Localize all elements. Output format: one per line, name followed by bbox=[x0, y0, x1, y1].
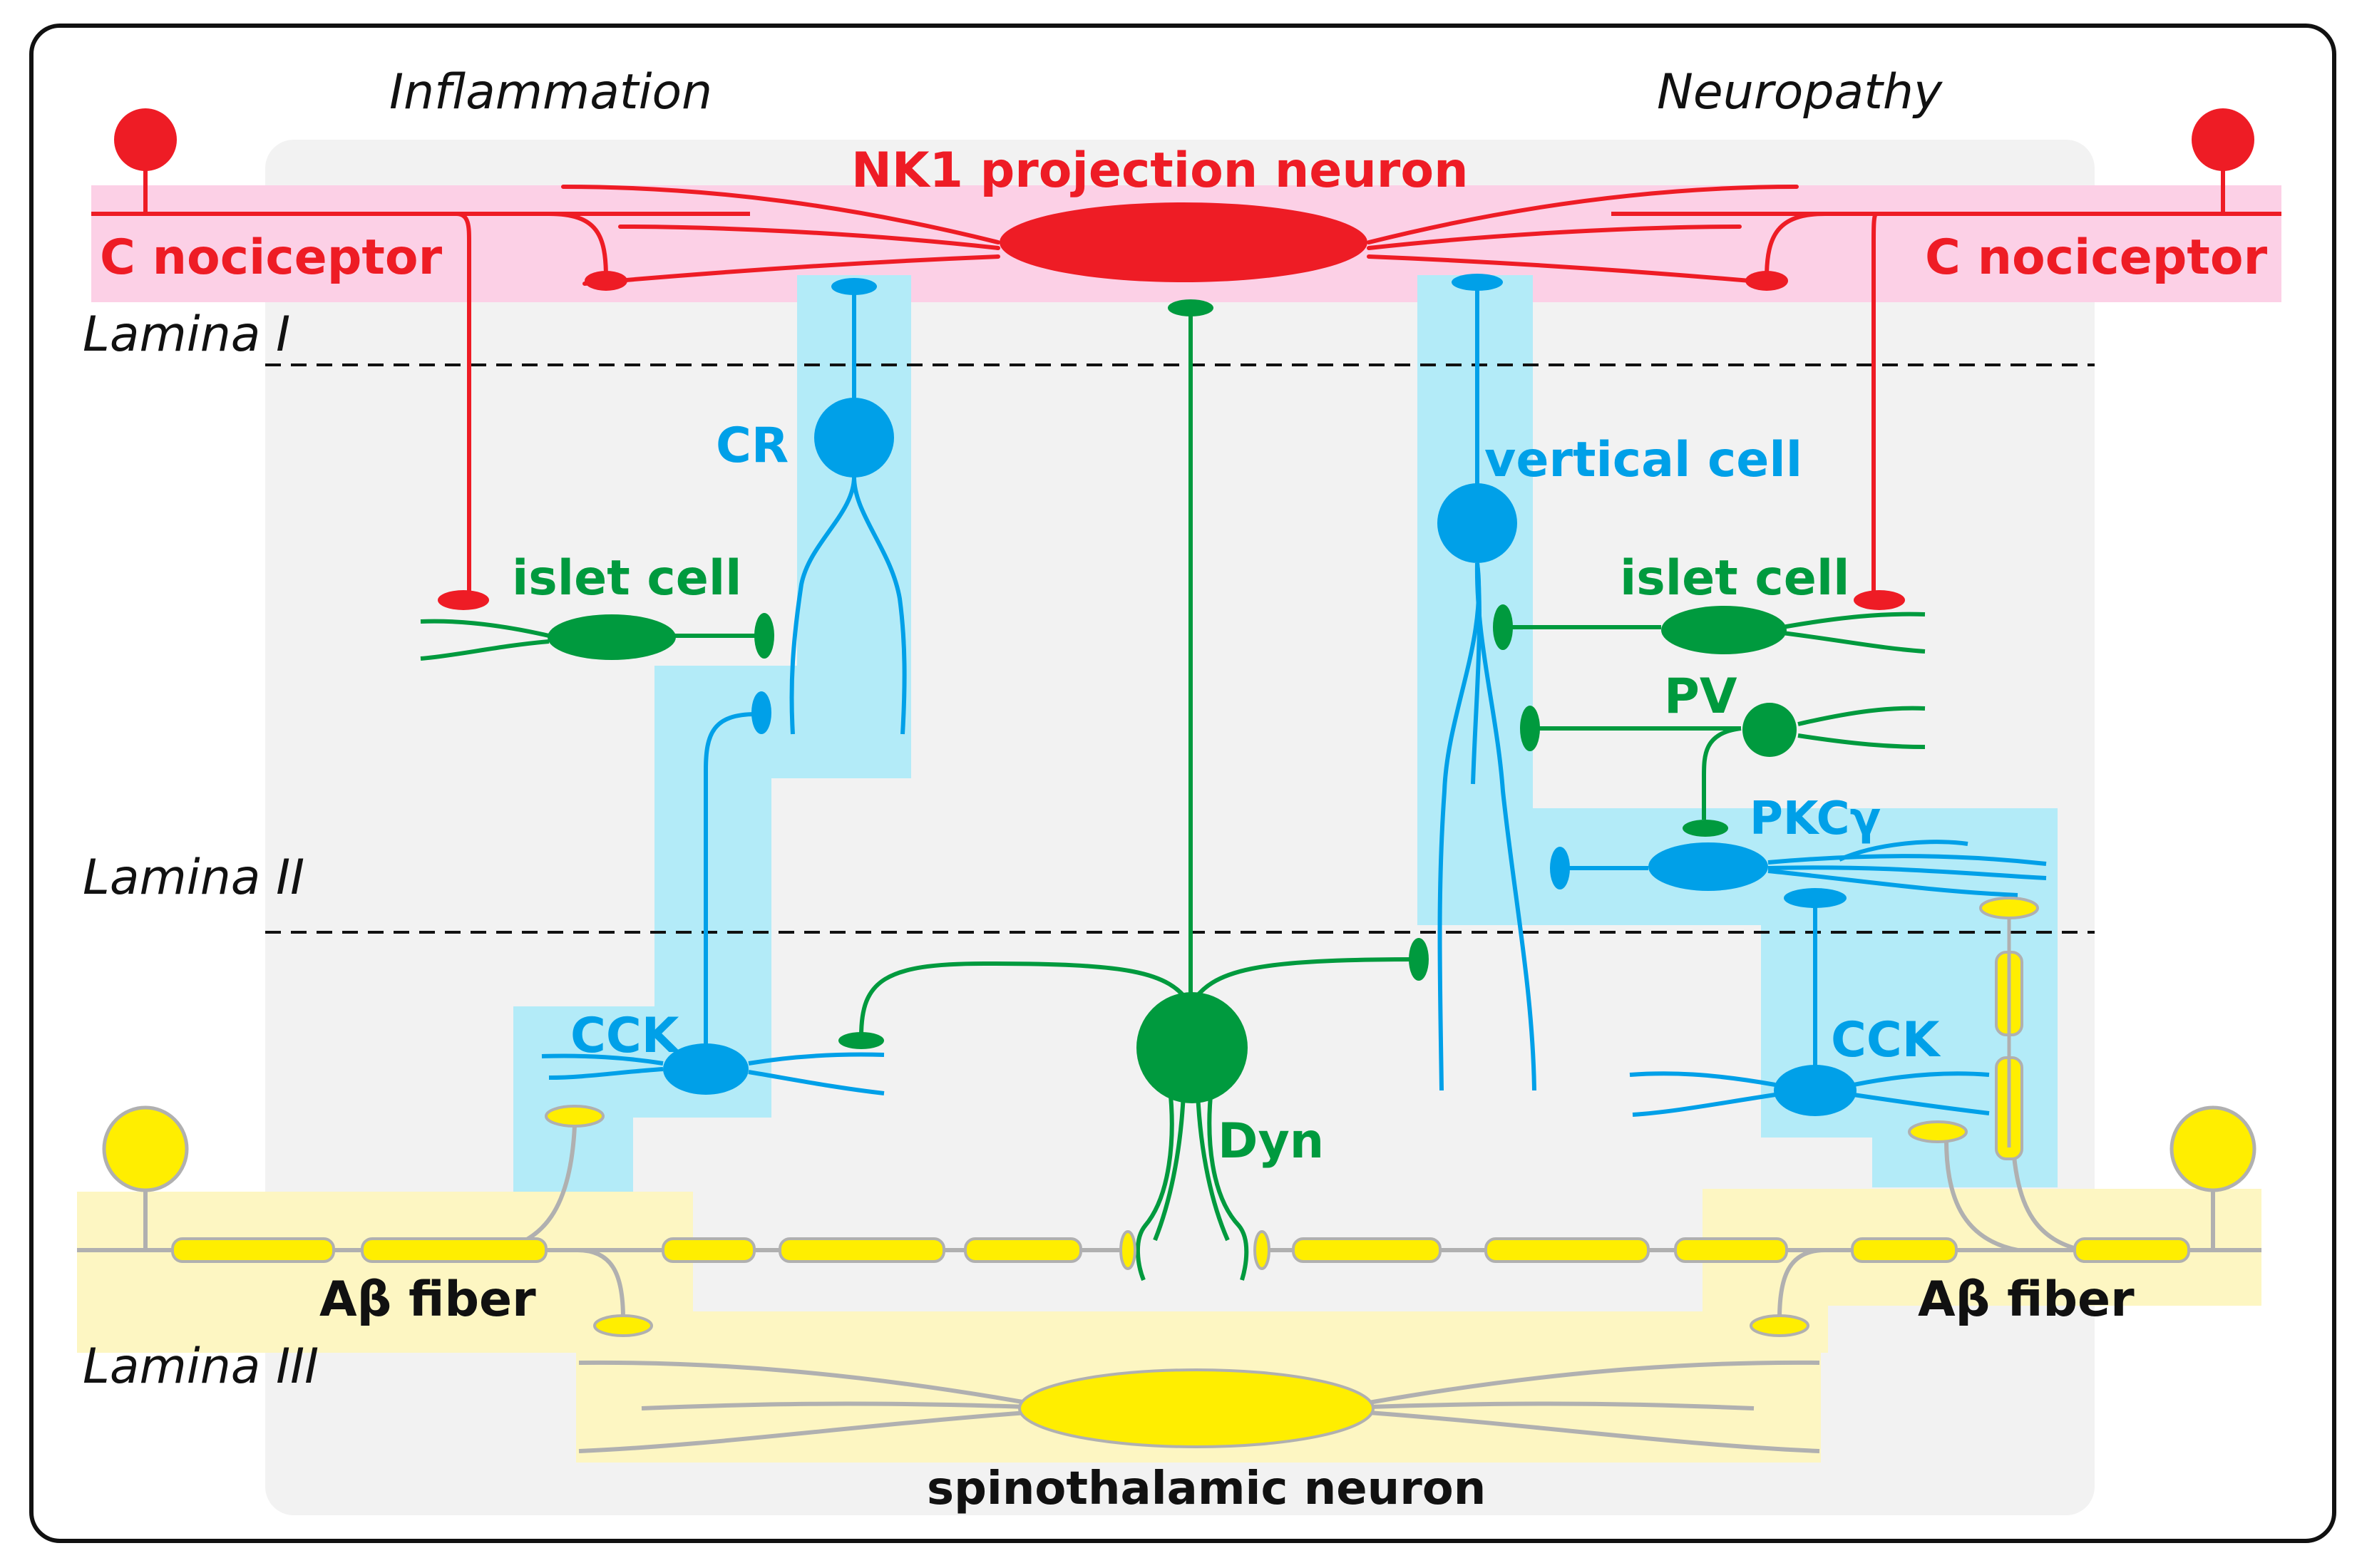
label-islet-cell-right: islet cell bbox=[1620, 550, 1849, 607]
pv-terminal-to-vertical bbox=[1520, 706, 1540, 751]
spinothalamic-soma bbox=[1018, 1368, 1375, 1448]
label-spinothalamic-neuron: spinothalamic neuron bbox=[927, 1463, 1486, 1515]
dyn-terminal-to-vertical bbox=[1409, 938, 1429, 981]
dyn-neuron bbox=[859, 308, 1419, 1281]
islet-cell-left-soma bbox=[548, 614, 676, 660]
label-lamina-2: Lamina II bbox=[83, 850, 304, 906]
label-dyn: Dyn bbox=[1218, 1113, 1324, 1170]
nk1-soma bbox=[1000, 202, 1367, 282]
islet-cell-left bbox=[420, 619, 756, 661]
heading-neuropathy: Neuropathy bbox=[1657, 64, 1943, 120]
cck-left-neuron bbox=[541, 712, 885, 1095]
c-fiber-synapse-nk1-left bbox=[585, 271, 627, 291]
label-islet-cell-left: islet cell bbox=[512, 550, 741, 607]
ab-fiber-left-terminal bbox=[102, 1105, 189, 1192]
pkcg-neuron bbox=[1561, 840, 2047, 897]
label-vertical-cell: vertical cell bbox=[1484, 432, 1802, 488]
vertical-cell bbox=[1437, 285, 1536, 1091]
pkcg-terminal bbox=[1550, 847, 1570, 889]
vertical-pkc-band bbox=[1417, 275, 2058, 1187]
pv-soma bbox=[1742, 703, 1797, 757]
islet-cell-right-soma bbox=[1661, 606, 1787, 654]
label-c-nociceptor-right: C nociceptor bbox=[1925, 229, 2268, 286]
label-cck-right: CCK bbox=[1831, 1012, 1941, 1068]
label-pkcg: PKCγ bbox=[1750, 793, 1881, 845]
c-nociceptor-left-terminal bbox=[114, 108, 177, 171]
dyn-dendrite-tip bbox=[1168, 299, 1213, 316]
cr-dendrite-tip bbox=[831, 278, 877, 295]
cck-right-dendrite-tip bbox=[1784, 888, 1847, 908]
cck-left-terminal bbox=[751, 691, 771, 734]
label-c-nociceptor-left: C nociceptor bbox=[100, 229, 443, 286]
spinothalamic-neuron bbox=[578, 1360, 1820, 1453]
ab-fiber-myelin bbox=[171, 951, 2190, 1263]
pv-terminal-to-pkcg bbox=[1683, 820, 1728, 837]
label-ab-fiber-right: Aβ fiber bbox=[1918, 1272, 2135, 1328]
c-fiber-synapse-islet-left bbox=[438, 590, 489, 610]
label-lamina-3: Lamina III bbox=[83, 1339, 319, 1395]
pkcg-soma bbox=[1648, 842, 1768, 891]
islet-cell-left-terminal bbox=[754, 613, 774, 659]
cr-soma bbox=[814, 398, 894, 478]
vertical-cell-soma bbox=[1437, 483, 1517, 563]
cck-right-soma bbox=[1774, 1065, 1857, 1116]
label-nk1-projection-neuron: NK1 projection neuron bbox=[851, 143, 1468, 199]
ab-fiber-right-terminal bbox=[2169, 1105, 2256, 1192]
vertical-cell-dendrite-tip bbox=[1452, 274, 1503, 291]
heading-inflammation: Inflammation bbox=[389, 64, 712, 120]
cck-right-neuron bbox=[1629, 902, 1990, 1117]
c-nociceptor-right-fiber bbox=[1611, 145, 2281, 597]
islet-cell-right bbox=[1510, 612, 1926, 654]
cr-neuron bbox=[789, 291, 907, 735]
dyn-soma bbox=[1136, 992, 1248, 1103]
dyn-terminal-to-cck bbox=[838, 1032, 884, 1049]
label-lamina-1: Lamina I bbox=[83, 306, 290, 363]
label-cr: CR bbox=[716, 418, 789, 474]
label-cck-left: CCK bbox=[570, 1008, 681, 1064]
label-ab-fiber-left: Aβ fiber bbox=[319, 1272, 536, 1328]
c-nociceptor-right-terminal bbox=[2192, 108, 2254, 171]
c-fiber-synapse-islet-right bbox=[1854, 590, 1905, 610]
cck-left-soma bbox=[663, 1043, 749, 1095]
dorsal-horn-background bbox=[265, 140, 2095, 1515]
islet-cell-right-terminal bbox=[1493, 604, 1513, 650]
pv-neuron bbox=[1531, 706, 1926, 820]
label-pv: PV bbox=[1664, 669, 1737, 725]
c-fiber-synapse-nk1-right bbox=[1745, 271, 1788, 291]
nk1-projection-neuron bbox=[561, 185, 1799, 286]
